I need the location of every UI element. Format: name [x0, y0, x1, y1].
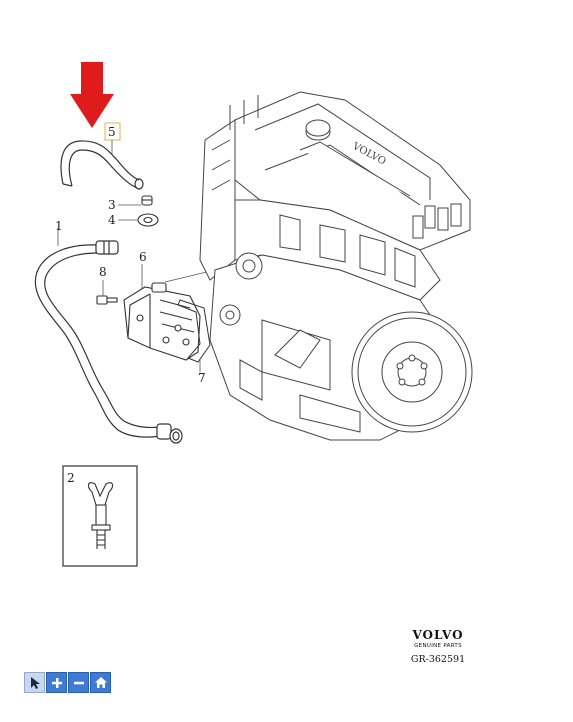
zoom-out-button[interactable] — [68, 672, 89, 693]
callout-3[interactable]: 3 — [108, 198, 116, 212]
brand-logo: VOLVO — [412, 628, 464, 642]
minus-icon — [73, 681, 84, 684]
viewer-toolbar — [24, 672, 111, 693]
engine-assembly — [199, 91, 473, 441]
pointer-icon — [30, 676, 40, 689]
part-3-nipple[interactable] — [141, 195, 153, 206]
callout-5-highlight[interactable] — [104, 122, 121, 141]
home-button[interactable] — [90, 672, 111, 693]
callout-4[interactable]: 4 — [108, 213, 116, 227]
part-6-oil-separator[interactable] — [123, 282, 201, 361]
pointer-tool-button[interactable] — [24, 672, 45, 693]
part-1-hose[interactable] — [34, 240, 183, 444]
brand-tagline: GENUINE PARTS — [414, 643, 462, 649]
red-arrow-icon — [70, 62, 114, 128]
home-icon — [94, 677, 107, 688]
part-7-gasket[interactable] — [177, 299, 211, 363]
part-2-clip[interactable] — [87, 482, 114, 549]
callout-2[interactable]: 2 — [67, 471, 75, 485]
callout-6[interactable]: 6 — [139, 250, 147, 264]
plus-icon — [51, 677, 62, 688]
callout-7[interactable]: 7 — [198, 371, 206, 385]
part-4-washer[interactable] — [137, 213, 159, 227]
callout-1[interactable]: 1 — [55, 219, 63, 233]
part-5-hose[interactable] — [60, 140, 144, 190]
callout-8[interactable]: 8 — [99, 265, 107, 279]
zoom-in-button[interactable] — [46, 672, 67, 693]
brand-block: VOLVO GENUINE PARTS GR-362591 — [398, 628, 478, 665]
diagram-code: GR-362591 — [410, 654, 466, 665]
part-8-bolt[interactable] — [96, 295, 118, 305]
callout-5[interactable]: 5 — [108, 125, 116, 139]
